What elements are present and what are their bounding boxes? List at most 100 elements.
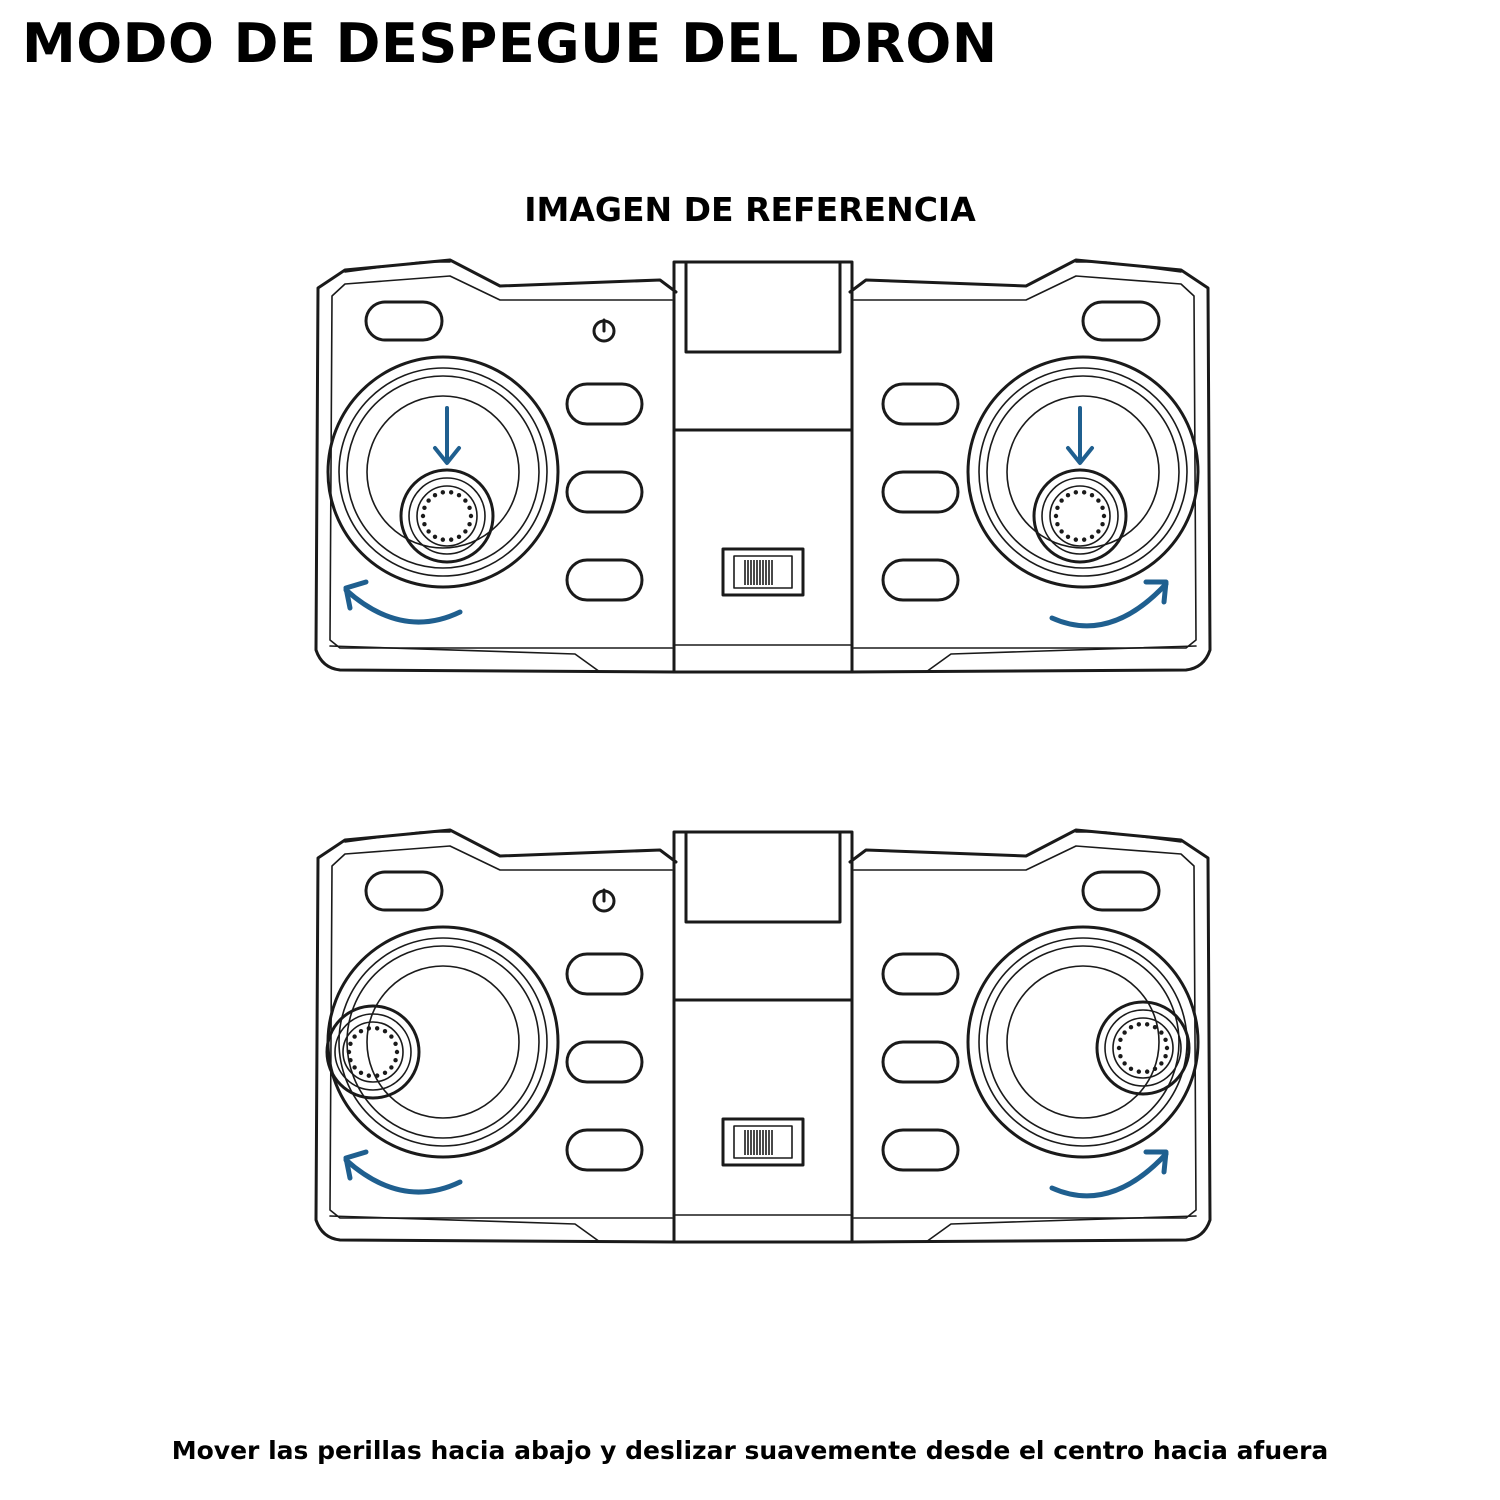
joystick-well-left (366, 965, 520, 1119)
knob-grip-dot (448, 537, 454, 542)
knob-grip-dot (358, 1070, 364, 1075)
knob-grip-dot (426, 498, 431, 503)
knob-grip-dot (432, 493, 438, 498)
controller-right-half (848, 828, 1212, 1244)
shoulder-button-right (1081, 300, 1161, 342)
knob-grip-dot (422, 505, 427, 510)
knob-grip-dot (1100, 505, 1105, 510)
joystick-ring-right (978, 937, 1188, 1147)
controller-shell-right-inner (853, 845, 1197, 1219)
controller-top-rim-right (1075, 261, 1182, 273)
shoulder-button-right (1081, 870, 1161, 912)
knob-grip-dot (352, 1034, 357, 1039)
knob-grip-dot (1122, 1030, 1127, 1035)
joystick-knob-right (1095, 1000, 1191, 1096)
knob-grip-dot (440, 490, 446, 495)
controller-shell-left-inner (329, 845, 673, 1219)
controller-shell-left-inner (329, 275, 673, 649)
controller-bottom-edge-left (329, 1215, 601, 1243)
knob-grip-dot (366, 1073, 372, 1078)
knob-grip-dot (468, 513, 474, 519)
controller-shell-right (848, 828, 1212, 1244)
knob-grip-dot (1164, 1045, 1170, 1051)
knob-grip-dot (1089, 493, 1095, 498)
side-button-left-2 (565, 1040, 644, 1084)
knob-grip-dot (389, 1065, 394, 1070)
controller-bottom-edge-left (329, 645, 601, 673)
slide-switch (721, 547, 805, 597)
phone-clamp (684, 830, 842, 924)
controller-bottom-edge-right (925, 1215, 1197, 1243)
knob-grip-dot (1100, 522, 1105, 527)
joystick-knob-cap (1049, 485, 1111, 547)
joystick-knob-rim (1104, 1009, 1182, 1087)
knob-grip-dot (1101, 513, 1107, 519)
knob-grip-dot (1065, 534, 1071, 539)
knob-grip-dot (1065, 493, 1071, 498)
knob-grip-dot (1059, 529, 1064, 534)
curved-arrow-icon-left (343, 1157, 463, 1195)
knob-grip-dot (420, 513, 426, 519)
knob-grip-dot (467, 505, 472, 510)
knob-grip-dot (1055, 505, 1060, 510)
controller-shell-right (848, 258, 1212, 674)
curved-arrow-head-right (1143, 579, 1169, 605)
knob-grip-dot (1152, 1066, 1158, 1071)
knob-grip-dot (389, 1034, 394, 1039)
joystick-knob-cap (342, 1021, 404, 1083)
knob-grip-dot (374, 1026, 380, 1031)
side-button-right-2 (881, 470, 960, 514)
knob-grip-dot (1118, 1037, 1123, 1042)
side-button-right-1 (881, 382, 960, 426)
knob-grip-dot (348, 1058, 353, 1063)
knob-grip-dot (1096, 498, 1101, 503)
knob-grip-dot (374, 1073, 380, 1078)
side-button-left-3 (565, 558, 644, 602)
side-button-left-3 (565, 1128, 644, 1172)
joystick-knob-right (1032, 468, 1128, 564)
slide-switch-track (733, 1125, 793, 1159)
joystick-well-right (1006, 395, 1160, 549)
knob-grip-dot (1163, 1037, 1168, 1042)
phone-holder (672, 830, 854, 1244)
controller-right-half (848, 258, 1212, 674)
knob-grip-dot (422, 522, 427, 527)
instruction-caption: Mover las perillas hacia abajo y desliza… (171, 1436, 1329, 1465)
side-button-right-1 (881, 952, 960, 996)
controller-top-rim-right (1075, 831, 1182, 843)
joystick-knob-rim (408, 477, 486, 555)
slide-switch-track (733, 555, 793, 589)
joystick-base-left (326, 355, 560, 589)
phone-clamp (684, 260, 842, 354)
joystick-knob-rim (334, 1013, 412, 1091)
knob-grip-dot (358, 1029, 364, 1034)
side-button-left-1 (565, 382, 644, 426)
knob-grip-dot (393, 1041, 398, 1046)
joystick-base-right (966, 355, 1200, 589)
knob-grip-dot (1163, 1054, 1168, 1059)
knob-grip-dot (456, 534, 462, 539)
knob-grip-dot (448, 490, 454, 495)
joystick-knob-cap (1112, 1017, 1174, 1079)
controller-shell-left (314, 828, 678, 1244)
side-button-right-2 (881, 1040, 960, 1084)
knob-grip-dot (382, 1070, 388, 1075)
knob-grip-dot (1128, 1025, 1134, 1030)
knob-grip-dot (348, 1041, 353, 1046)
controller-shell-left (314, 258, 678, 674)
shoulder-button-left (364, 870, 444, 912)
shoulder-button-left (364, 300, 444, 342)
slide-switch (721, 1117, 805, 1167)
joystick-knob-left (325, 1004, 421, 1100)
knob-grip-dot (1122, 1061, 1127, 1066)
joystick-well-right (1006, 965, 1160, 1119)
joystick-knob-left (399, 468, 495, 564)
joystick-ring-right (978, 367, 1188, 577)
knob-grip-dot (1081, 537, 1087, 542)
joystick-base-right (966, 925, 1200, 1159)
joystick-ring-inner-left (346, 375, 540, 569)
side-button-left-2 (565, 470, 644, 514)
knob-grip-dot (1144, 1069, 1150, 1074)
knob-grip-dot (1073, 490, 1079, 495)
knob-grip-dot (1116, 1045, 1122, 1051)
